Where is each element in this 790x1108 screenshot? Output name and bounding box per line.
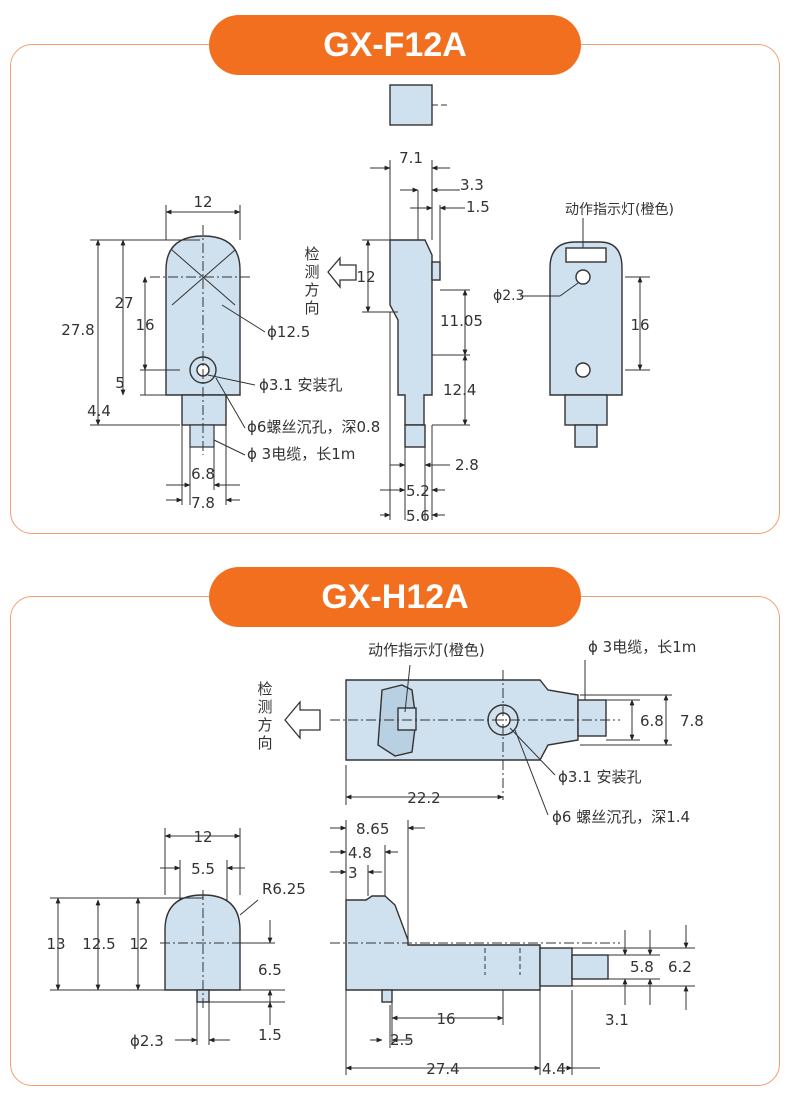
svg-text:6.8: 6.8 <box>640 712 664 730</box>
svg-text:2.5: 2.5 <box>390 1031 414 1049</box>
svg-text:动作指示灯(橙色): 动作指示灯(橙色) <box>368 641 485 659</box>
h12a-top-labels: 检 测 方 向 动作指示灯(橙色) ϕ 3电缆，长1m 6.8 7.8 22.2… <box>257 638 703 826</box>
svg-text:ϕ2.3: ϕ2.3 <box>130 1032 164 1050</box>
svg-text:R6.25: R6.25 <box>262 880 306 898</box>
gx-f12a-title: GX-F12A <box>209 15 581 75</box>
svg-text:4.4: 4.4 <box>542 1060 566 1078</box>
svg-text:检: 检 <box>304 245 319 263</box>
svg-text:测: 测 <box>304 263 319 281</box>
svg-text:12: 12 <box>193 828 212 846</box>
f12a-detect-arrow <box>327 256 357 289</box>
svg-text:12: 12 <box>193 193 212 211</box>
svg-text:7.8: 7.8 <box>191 494 215 512</box>
svg-text:16: 16 <box>135 316 154 334</box>
svg-text:ϕ 3电缆，长1m: ϕ 3电缆，长1m <box>588 638 696 656</box>
svg-text:向: 向 <box>304 299 319 317</box>
svg-text:7.8: 7.8 <box>680 712 704 730</box>
f12a-detect-label: 检 测 方 向 <box>304 245 319 317</box>
svg-text:检: 检 <box>257 680 272 698</box>
svg-text:ϕ3.1 安装孔: ϕ3.1 安装孔 <box>259 376 343 394</box>
svg-text:6.5: 6.5 <box>258 961 282 979</box>
svg-text:16: 16 <box>436 1010 455 1028</box>
svg-text:方: 方 <box>257 716 272 734</box>
svg-text:16: 16 <box>630 316 649 334</box>
svg-text:2.8: 2.8 <box>455 456 479 474</box>
svg-text:5.2: 5.2 <box>406 482 430 500</box>
svg-text:1.5: 1.5 <box>258 1026 282 1044</box>
svg-text:方: 方 <box>304 281 319 299</box>
svg-text:12.5: 12.5 <box>82 935 115 953</box>
f12a-side-dims: 7.1 3.3 1.5 12 11.05 12.4 2.8 5.2 5.6 <box>356 149 489 525</box>
svg-text:27: 27 <box>114 294 133 312</box>
svg-text:27.8: 27.8 <box>61 321 94 339</box>
svg-text:ϕ6螺丝沉孔，深0.8: ϕ6螺丝沉孔，深0.8 <box>247 418 380 436</box>
svg-text:12: 12 <box>129 935 148 953</box>
svg-text:8.65: 8.65 <box>356 820 389 838</box>
h12a-side-view <box>345 895 609 1003</box>
svg-text:3.3: 3.3 <box>460 176 484 194</box>
svg-text:6.8: 6.8 <box>191 465 215 483</box>
svg-text:5.5: 5.5 <box>191 860 215 878</box>
svg-text:4.8: 4.8 <box>348 844 372 862</box>
svg-text:ϕ3.1 安装孔: ϕ3.1 安装孔 <box>558 768 642 786</box>
svg-text:ϕ 3电缆，长1m: ϕ 3电缆，长1m <box>247 445 355 463</box>
svg-text:测: 测 <box>257 698 272 716</box>
svg-text:5.8: 5.8 <box>630 958 654 976</box>
h12a-detect-arrow <box>284 700 321 740</box>
f12a-front-dims: 12 27.8 27 16 5 4.4 6.8 7.8 ϕ12.5 ϕ3.1 安… <box>61 193 380 512</box>
svg-text:动作指示灯(橙色): 动作指示灯(橙色) <box>565 201 674 218</box>
f12a-side-view <box>389 84 441 448</box>
svg-text:7.1: 7.1 <box>399 149 423 167</box>
svg-text:22.2: 22.2 <box>407 789 440 807</box>
f12a-rear-view <box>549 241 623 448</box>
gx-h12a-panel <box>10 596 780 1086</box>
svg-text:ϕ6 螺丝沉孔，深1.4: ϕ6 螺丝沉孔，深1.4 <box>552 808 690 826</box>
svg-text:13: 13 <box>46 935 65 953</box>
svg-text:3: 3 <box>348 864 358 882</box>
svg-text:11.05: 11.05 <box>440 312 483 330</box>
svg-text:向: 向 <box>257 734 272 752</box>
svg-text:5.6: 5.6 <box>406 507 430 525</box>
gx-h12a-title: GX-H12A <box>209 567 581 627</box>
svg-text:6.2: 6.2 <box>668 958 692 976</box>
svg-text:ϕ2.3: ϕ2.3 <box>493 288 525 304</box>
svg-text:3.1: 3.1 <box>605 1011 629 1029</box>
h12a-side-dims: 8.65 4.8 3 5.8 6.2 3.1 16 2.5 27.4 4.4 <box>348 820 692 1078</box>
svg-text:ϕ12.5: ϕ12.5 <box>267 323 310 341</box>
svg-text:27.4: 27.4 <box>426 1060 459 1078</box>
svg-text:12.4: 12.4 <box>443 381 476 399</box>
h12a-front-dims: 12 5.5 13 12.5 12 R6.25 6.5 1.5 ϕ2.3 <box>46 828 305 1050</box>
svg-text:5: 5 <box>115 374 125 392</box>
svg-text:4.4: 4.4 <box>87 402 111 420</box>
svg-text:1.5: 1.5 <box>466 198 490 216</box>
svg-text:12: 12 <box>356 268 375 286</box>
f12a-rear-labels: 动作指示灯(橙色) ϕ2.3 16 <box>493 201 674 334</box>
